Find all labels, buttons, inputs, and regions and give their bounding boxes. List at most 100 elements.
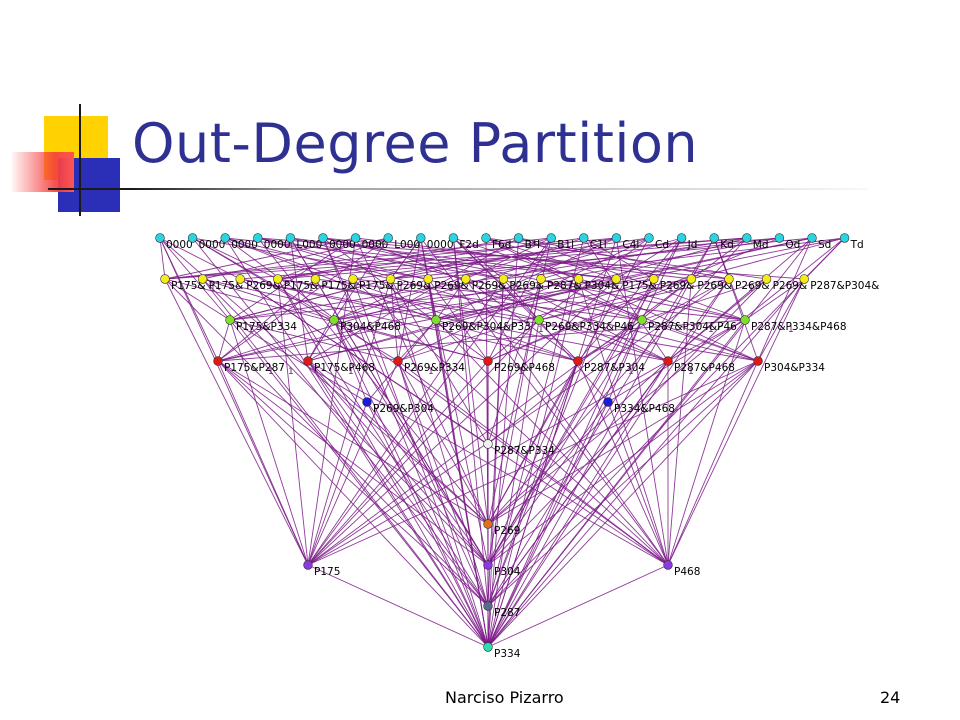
graph-edge xyxy=(577,237,682,362)
graph-edge xyxy=(159,237,166,280)
graph-node-r3 xyxy=(253,233,263,243)
edge-weight-mark: 1 xyxy=(518,367,524,377)
graph-node-r17 xyxy=(709,233,719,243)
graph-node-r1 xyxy=(187,233,198,243)
edge-weight-mark: 1 xyxy=(628,325,634,335)
graph-node-d1 xyxy=(303,356,313,366)
graph-node-y5 xyxy=(348,274,358,284)
graph-node-r15 xyxy=(644,233,654,243)
graph-edge xyxy=(503,278,669,362)
graph-node-g3 xyxy=(534,315,544,325)
graph-edge xyxy=(397,360,489,607)
graph-edge xyxy=(164,278,231,321)
graph-node-s0 xyxy=(483,601,493,611)
graph-edge xyxy=(217,278,316,362)
graph-node-label: F6d xyxy=(492,239,511,251)
graph-edge xyxy=(607,319,746,403)
graph-edge xyxy=(307,278,617,566)
graph-edge xyxy=(538,319,669,362)
graph-edge xyxy=(164,237,356,280)
graph-edge xyxy=(667,278,767,362)
graph-node-g1 xyxy=(329,315,339,325)
graph-node-y2 xyxy=(235,274,245,284)
graph-edge xyxy=(257,237,540,321)
graph-node-label: P287&P468 xyxy=(674,362,735,374)
page-number: 24 xyxy=(880,688,901,707)
graph-node-label: P287&P304& xyxy=(810,280,879,292)
graph-node-label: P269& xyxy=(509,280,544,292)
graph-node-label: P287& xyxy=(547,280,582,292)
graph-edge xyxy=(453,237,504,280)
edge-weight-mark: 1 xyxy=(568,284,574,294)
edge-weight-mark: 1 xyxy=(628,367,634,377)
graph-edge xyxy=(487,360,759,648)
graph-edge xyxy=(277,278,540,321)
graph-edge xyxy=(487,237,552,525)
graph-node-r5 xyxy=(318,233,328,243)
graph-edge xyxy=(333,237,389,321)
graph-node-r0 xyxy=(155,233,165,243)
graph-node-g0 xyxy=(225,315,235,325)
graph-node-label: P334&P468 xyxy=(614,403,675,415)
graph-edge xyxy=(307,401,368,566)
graph-edge xyxy=(333,319,489,648)
graph-node-label: P175&P334 xyxy=(236,321,297,333)
graph-edge xyxy=(487,237,715,648)
graph-edge xyxy=(307,564,489,648)
graph-edge xyxy=(202,278,335,321)
graph-edge xyxy=(333,319,489,566)
graph-edge xyxy=(615,237,682,280)
graph-edge xyxy=(315,278,489,566)
graph-edge xyxy=(503,237,845,280)
graph-node-label: P468 xyxy=(674,566,700,578)
graph-node-label: P304 xyxy=(494,566,521,578)
graph-edge xyxy=(202,278,579,362)
graph-node-r4 xyxy=(285,233,296,243)
graph-edge xyxy=(192,237,489,607)
graph-edge xyxy=(518,237,730,280)
graph-node-label: Sd xyxy=(818,239,831,251)
graph-node-label: P269& xyxy=(773,280,808,292)
graph-node-y11 xyxy=(573,274,584,284)
graph-edge xyxy=(427,278,489,362)
graph-edge xyxy=(307,360,489,648)
graph-edge xyxy=(540,278,759,362)
graph-node-label: P269&P334 xyxy=(404,362,465,374)
graph-edge xyxy=(352,278,669,566)
graph-node-r2 xyxy=(220,233,230,243)
graph-edge xyxy=(757,278,805,362)
graph-edge xyxy=(229,319,489,648)
graph-edge xyxy=(487,360,669,607)
graph-edge xyxy=(307,278,504,566)
graph-node-label: L000 xyxy=(394,239,420,251)
graph-node-y14 xyxy=(686,274,697,284)
graph-node-label: L000 xyxy=(296,239,322,251)
graph-edge xyxy=(667,278,692,566)
graph-edge xyxy=(217,360,489,648)
graph-node-y12 xyxy=(611,274,621,284)
graph-edge xyxy=(307,278,617,362)
graph-edge xyxy=(333,319,489,362)
graph-edge xyxy=(322,237,489,648)
graph-edge xyxy=(641,278,767,321)
edge-weight-mark: 1 xyxy=(748,284,754,294)
graph-edge xyxy=(307,319,335,362)
graph-edge xyxy=(435,278,467,321)
graph-edge xyxy=(435,237,617,321)
edge-weight-mark: 1 xyxy=(448,284,454,294)
graph-node-label: P287 xyxy=(494,607,520,619)
graph-edge xyxy=(487,278,655,566)
graph-edge xyxy=(164,237,617,280)
graph-edge xyxy=(577,278,730,362)
graph-edge xyxy=(307,278,392,566)
graph-node-label: P175 xyxy=(314,566,340,578)
graph-node-r7 xyxy=(383,233,393,243)
graph-node-p2 xyxy=(663,560,673,570)
vertical-rule xyxy=(79,104,81,216)
edge-weight-mark: 1 xyxy=(708,325,714,335)
graph-node-label: P269&P304&P33 xyxy=(442,321,531,333)
graph-edge xyxy=(487,360,759,607)
graph-node-r16 xyxy=(676,233,687,243)
